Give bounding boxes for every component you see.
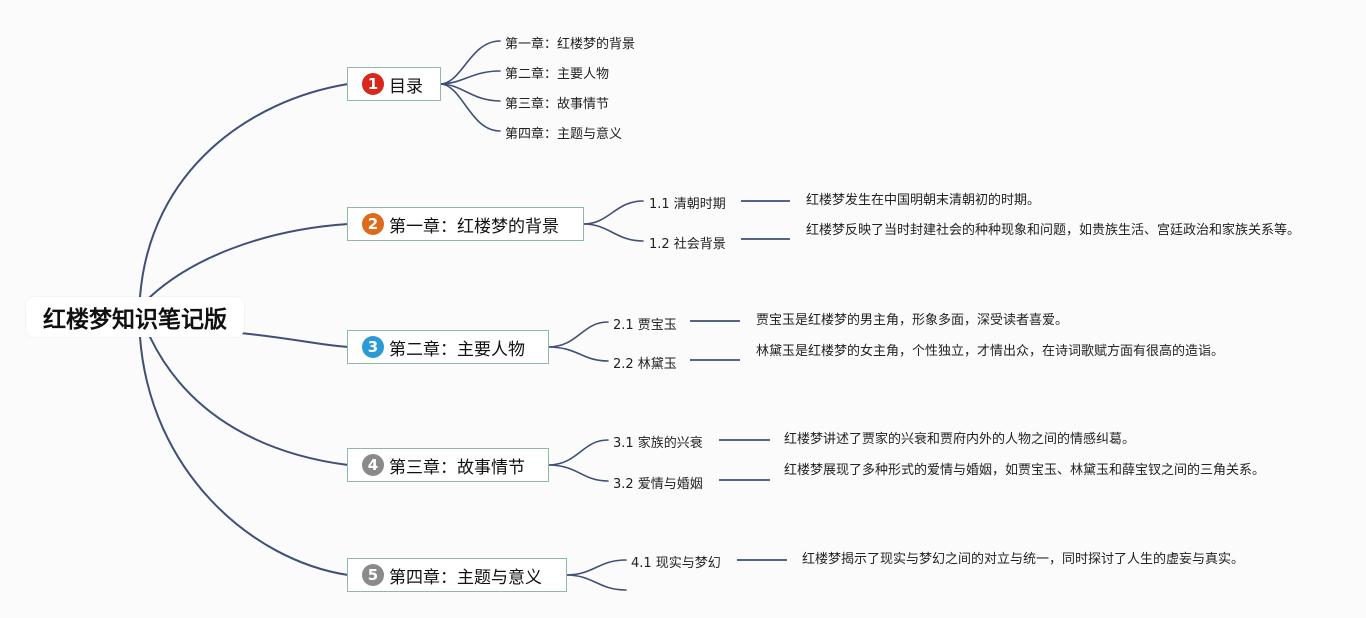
toc-item[interactable]: 第四章：主题与意义 — [505, 127, 623, 142]
subtopic[interactable]: 3.1 家族的兴衰 — [613, 436, 703, 451]
subtopic-detail: 红楼梦揭示了现实与梦幻之间的对立与统一，同时探讨了人生的虚妄与真实。 — [802, 552, 1245, 567]
edge-root-branch-3 — [239, 332, 349, 348]
edge-b5-c2 — [565, 574, 627, 591]
subtopic[interactable]: 1.2 社会背景 — [649, 237, 726, 252]
subtopic-detail: 林黛玉是红楼梦的女主角，个性独立，才情出众，在诗词歌赋方面有很高的造诣。 — [756, 344, 1225, 359]
edge-root-branch-1 — [139, 83, 349, 298]
branch-label: 第四章：主题与意义 — [389, 567, 542, 588]
branch-label: 目录 — [389, 76, 423, 97]
number-badge-icon: 1 — [362, 73, 384, 95]
edge-b2-c2 — [582, 223, 644, 242]
number-badge-icon: 5 — [362, 564, 384, 586]
edge-root-branch-4 — [149, 336, 349, 466]
subtopic[interactable]: 4.1 现实与梦幻 — [631, 556, 721, 571]
toc-item[interactable]: 第一章：红楼梦的背景 — [505, 37, 636, 52]
branch-chapter-1[interactable]: 2 第一章：红楼梦的背景 — [347, 207, 584, 241]
subtopic[interactable]: 1.1 清朝时期 — [649, 197, 726, 212]
edge-b3-c1 — [547, 321, 609, 348]
edge-b4-c2 — [547, 464, 609, 482]
branch-label: 第三章：故事情节 — [389, 457, 525, 478]
subtopic[interactable]: 3.2 爱情与婚姻 — [613, 477, 703, 492]
root-topic[interactable]: 红楼梦知识笔记版 — [26, 297, 244, 337]
edge-b5-c1 — [565, 559, 627, 576]
toc-item[interactable]: 第三章：故事情节 — [505, 97, 610, 112]
edge-b2-c1 — [582, 200, 644, 225]
subtopic[interactable]: 2.1 贾宝玉 — [613, 318, 677, 333]
edge-toc-1 — [439, 40, 501, 85]
number-badge-icon: 3 — [362, 336, 384, 358]
edge-b3-c2 — [547, 346, 609, 362]
branch-chapter-2[interactable]: 3 第二章：主要人物 — [347, 330, 549, 364]
number-badge-icon: 2 — [362, 213, 384, 235]
branch-label: 第二章：主要人物 — [389, 339, 525, 360]
subtopic[interactable]: 2.2 林黛玉 — [613, 357, 677, 372]
edge-root-branch-2 — [149, 223, 349, 298]
branch-chapter-4[interactable]: 5 第四章：主题与意义 — [347, 558, 567, 592]
root-topic-label: 红楼梦知识笔记版 — [43, 307, 227, 333]
edge-b4-c1 — [547, 439, 609, 466]
branch-label: 第一章：红楼梦的背景 — [389, 216, 559, 237]
edge-root-branch-5 — [139, 336, 349, 576]
branch-chapter-3[interactable]: 4 第三章：故事情节 — [347, 448, 549, 482]
branch-toc[interactable]: 1 目录 — [347, 67, 441, 101]
number-badge-icon: 4 — [362, 454, 384, 476]
edge-toc-4 — [439, 83, 501, 132]
subtopic-detail: 贾宝玉是红楼梦的男主角，形象多面，深受读者喜爱。 — [756, 313, 1069, 328]
subtopic-detail: 红楼梦展现了多种形式的爱情与婚姻，如贾宝玉、林黛玉和薛宝钗之间的三角关系。 — [784, 463, 1266, 478]
toc-item[interactable]: 第二章：主要人物 — [505, 67, 610, 82]
subtopic-detail: 红楼梦讲述了贾家的兴衰和贾府内外的人物之间的情感纠葛。 — [784, 432, 1136, 447]
subtopic-detail: 红楼梦发生在中国明朝末清朝初的时期。 — [806, 193, 1041, 208]
subtopic-detail: 红楼梦反映了当时封建社会的种种现象和问题，如贵族生活、宫廷政治和家族关系等。 — [806, 223, 1301, 238]
